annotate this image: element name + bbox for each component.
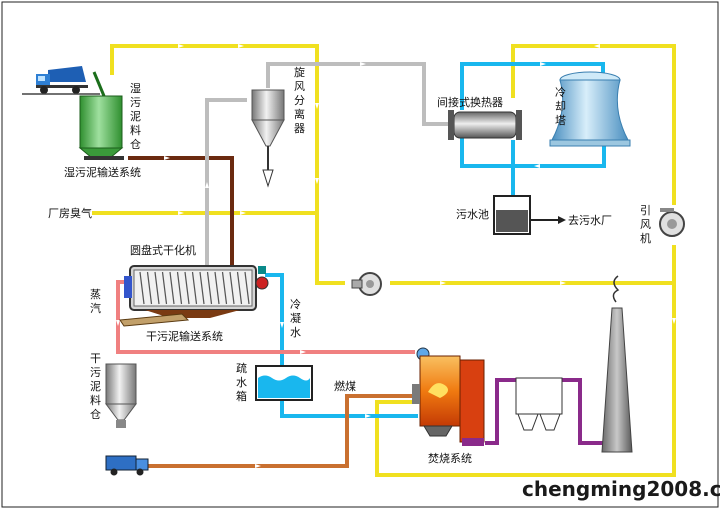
label-condensate: 冷凝水	[290, 298, 301, 339]
wet-sludge-bin	[78, 95, 124, 160]
fan-to-furnace-air-line	[390, 245, 676, 285]
air-blower	[351, 272, 382, 296]
wet-sludge-line	[128, 156, 234, 268]
cooling-tower	[549, 71, 631, 147]
label-drain-tank: 疏水箱	[236, 361, 247, 403]
label-incineration: 焚烧系统	[428, 452, 472, 465]
vapor-lines	[205, 62, 448, 268]
dryer-vapor-line	[205, 98, 247, 268]
drain-tank	[255, 365, 313, 401]
chimney	[601, 275, 633, 453]
label-sewage-pool: 污水池	[456, 208, 489, 221]
label-cooling-tower: 冷却塔	[555, 86, 566, 127]
dry-sludge-bin	[105, 363, 137, 428]
dry-sludge-conveyor	[119, 313, 190, 327]
label-wet-sludge-conveyor: 湿污泥输送系统	[64, 165, 141, 179]
label-dry-sludge-bin: 干污泥料仓	[90, 352, 101, 421]
label-disc-dryer: 圆盘式干化机	[130, 243, 196, 257]
bag-filter	[515, 377, 563, 431]
sewage-pool	[493, 195, 566, 235]
disc-dryer	[124, 265, 269, 318]
flow-arrows	[116, 44, 676, 468]
steam-line	[116, 280, 415, 354]
induced-fan	[659, 208, 685, 237]
wet-bin-air-line	[110, 44, 345, 285]
label-wet-sludge-bin: 湿污泥料仓	[130, 82, 141, 151]
label-dry-sludge-conveyor: 干污泥输送系统	[146, 329, 223, 343]
cooling-water-return	[460, 138, 606, 168]
label-cyclone: 旋风分离器	[294, 65, 305, 135]
cyclone-separator	[251, 89, 285, 188]
label-induced-fan: 引风机	[640, 203, 651, 245]
heat-exchanger	[448, 110, 522, 140]
sludge-truck	[105, 455, 149, 476]
watermark: chengming2008.com	[522, 477, 720, 501]
label-fuel: 燃煤	[334, 379, 356, 393]
dump-truck	[22, 66, 106, 97]
label-to-sewage-plant: 去污水厂	[568, 214, 612, 227]
dry-sludge-fuel-line	[148, 394, 418, 468]
incinerator	[412, 347, 485, 446]
label-steam: 蒸汽	[90, 288, 101, 315]
air-lines	[92, 44, 676, 477]
cyclone-vapor-line	[266, 62, 448, 126]
label-factory-odor: 厂房臭气	[48, 206, 92, 220]
tower-air-line	[511, 44, 676, 205]
label-heat-exchanger: 间接式换热器	[437, 95, 503, 109]
air-to-furnace-line	[375, 283, 676, 477]
